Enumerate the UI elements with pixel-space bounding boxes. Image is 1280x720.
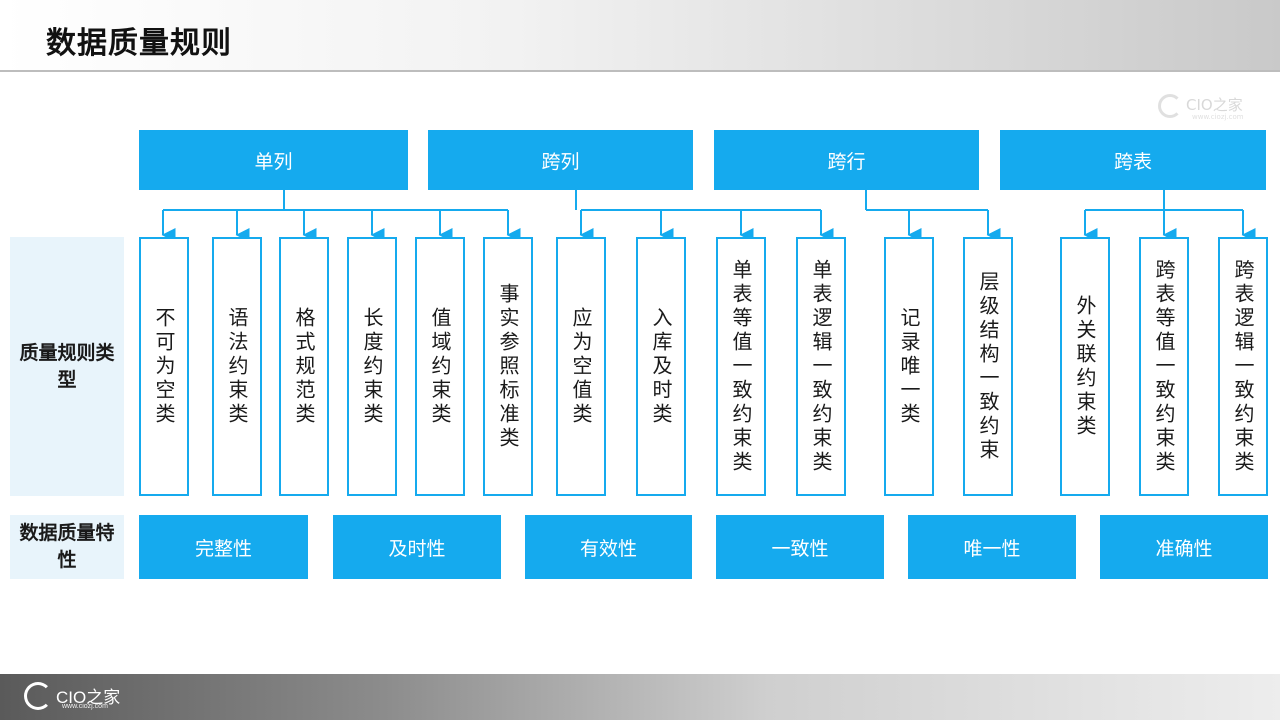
category-single-column: 单列 — [139, 130, 408, 190]
logo-icon — [24, 682, 52, 710]
rule-box: 跨表逻辑一致约束类 — [1218, 237, 1268, 496]
logo-icon — [1158, 94, 1182, 118]
rule-box: 事实参照标准类 — [483, 237, 533, 496]
rule-box: 外关联约束类 — [1060, 237, 1110, 496]
rule-label: 语法约束类 — [225, 306, 249, 427]
trait-validity: 有效性 — [525, 515, 692, 579]
rule-box: 应为空值类 — [556, 237, 606, 496]
footer-site: www.ciozj.com — [62, 703, 108, 710]
rule-label: 格式规范类 — [292, 306, 316, 427]
rule-label: 记录唯一类 — [897, 306, 921, 427]
category-cross-row: 跨行 — [714, 130, 979, 190]
row-label-quality-traits: 数据质量特性 — [10, 515, 124, 579]
rule-label: 应为空值类 — [569, 306, 593, 427]
rule-box: 记录唯一类 — [884, 237, 934, 496]
rule-box: 层级结构一致约束 — [963, 237, 1013, 496]
trait-accuracy: 准确性 — [1100, 515, 1268, 579]
rule-box: 值域约束类 — [415, 237, 465, 496]
rule-label: 入库及时类 — [649, 306, 673, 427]
trait-consistency: 一致性 — [716, 515, 884, 579]
rule-box: 单表逻辑一致约束类 — [796, 237, 846, 496]
rule-box: 语法约束类 — [212, 237, 262, 496]
watermark-logo: CIO之家 www.ciozj.com — [1158, 92, 1268, 126]
category-cross-column: 跨列 — [428, 130, 693, 190]
rule-label: 不可为空类 — [152, 306, 176, 427]
rule-box: 跨表等值一致约束类 — [1139, 237, 1189, 496]
rule-label: 跨表等值一致约束类 — [1152, 258, 1176, 475]
rule-label: 长度约束类 — [360, 306, 384, 427]
rule-box: 单表等值一致约束类 — [716, 237, 766, 496]
watermark-brand: CIO之家 — [1186, 96, 1243, 114]
watermark-site: www.ciozj.com — [1192, 113, 1244, 121]
footer-brand: CIO之家 — [56, 688, 121, 707]
header-bar — [0, 0, 1280, 72]
trait-completeness: 完整性 — [139, 515, 308, 579]
rule-label: 外关联约束类 — [1073, 294, 1097, 439]
rule-label: 层级结构一致约束 — [976, 270, 1000, 463]
rule-box: 入库及时类 — [636, 237, 686, 496]
rule-box: 不可为空类 — [139, 237, 189, 496]
page-title: 数据质量规则 — [46, 26, 232, 61]
rule-box: 长度约束类 — [347, 237, 397, 496]
rule-label: 事实参照标准类 — [496, 282, 520, 451]
footer-bar — [0, 674, 1280, 720]
row-label-rule-types: 质量规则类型 — [10, 237, 124, 496]
rule-label: 值域约束类 — [428, 306, 452, 427]
trait-uniqueness: 唯一性 — [908, 515, 1076, 579]
footer-logo: CIO之家 www.ciozj.com — [24, 678, 144, 716]
rule-label: 跨表逻辑一致约束类 — [1231, 258, 1255, 475]
trait-timeliness: 及时性 — [333, 515, 501, 579]
rule-box: 格式规范类 — [279, 237, 329, 496]
category-cross-table: 跨表 — [1000, 130, 1266, 190]
rule-label: 单表逻辑一致约束类 — [809, 258, 833, 475]
rule-label: 单表等值一致约束类 — [729, 258, 753, 475]
